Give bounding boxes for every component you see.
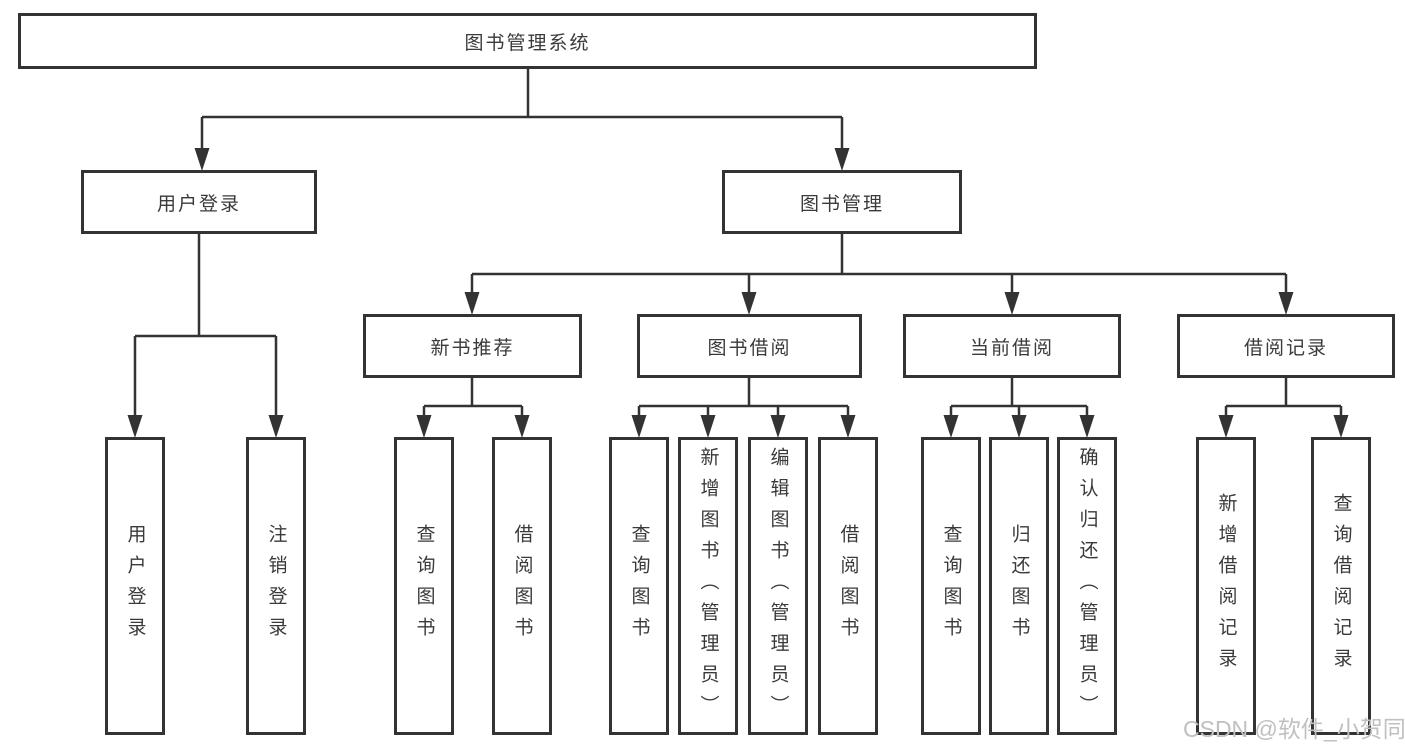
leaf-query-books-recommend: 查询图书 bbox=[394, 437, 454, 735]
leaf-borrow-books: 借阅图书 bbox=[818, 437, 878, 735]
leaf-borrow-books-label: 借阅图书 bbox=[837, 524, 859, 648]
leaf-add-book-admin-label: 新增图书（管理员） bbox=[697, 446, 719, 726]
node-book-borrowing-label: 图书借阅 bbox=[707, 337, 792, 359]
leaf-add-book-admin: 新增图书（管理员） bbox=[678, 437, 738, 735]
leaf-borrow-books-recommend: 借阅图书 bbox=[492, 437, 552, 735]
leaf-logout-label: 注销登录 bbox=[265, 524, 287, 648]
node-current-borrowing-label: 当前借阅 bbox=[969, 337, 1054, 359]
node-new-book-recommend: 新书推荐 bbox=[363, 314, 582, 378]
leaf-return-book: 归还图书 bbox=[989, 437, 1049, 735]
leaf-return-book-label: 归还图书 bbox=[1008, 524, 1030, 648]
leaf-query-books-current: 查询图书 bbox=[921, 437, 981, 735]
leaf-confirm-return-admin: 确认归还（管理员） bbox=[1057, 437, 1117, 735]
leaf-borrow-books-recommend-label: 借阅图书 bbox=[511, 524, 533, 648]
node-book-management: 图书管理 bbox=[722, 170, 962, 234]
leaf-query-borrow-record: 查询借阅记录 bbox=[1311, 437, 1371, 735]
node-user-login: 用户登录 bbox=[81, 170, 317, 234]
csdn-watermark: CSDN @软件_小贺同学 bbox=[1183, 716, 1405, 742]
node-new-book-recommend-label: 新书推荐 bbox=[430, 337, 515, 359]
leaf-query-books-borrowing-label: 查询图书 bbox=[628, 524, 650, 648]
node-root-system: 图书管理系统 bbox=[18, 13, 1037, 69]
leaf-confirm-return-admin-label: 确认归还（管理员） bbox=[1076, 446, 1098, 726]
node-book-borrowing: 图书借阅 bbox=[637, 314, 862, 378]
leaf-add-borrow-record: 新增借阅记录 bbox=[1196, 437, 1256, 735]
leaf-edit-book-admin: 编辑图书（管理员） bbox=[748, 437, 808, 735]
leaf-user-login-label: 用户登录 bbox=[124, 524, 146, 648]
arrowhead-icons bbox=[127, 148, 1349, 438]
leaf-query-books-recommend-label: 查询图书 bbox=[413, 524, 435, 648]
leaf-logout: 注销登录 bbox=[246, 437, 306, 735]
leaf-add-borrow-record-label: 新增借阅记录 bbox=[1215, 493, 1237, 679]
leaf-query-books-current-label: 查询图书 bbox=[940, 524, 962, 648]
leaf-user-login: 用户登录 bbox=[105, 437, 165, 735]
node-user-login-label: 用户登录 bbox=[156, 193, 241, 215]
leaf-query-borrow-record-label: 查询借阅记录 bbox=[1330, 493, 1352, 679]
node-borrowing-records: 借阅记录 bbox=[1177, 314, 1395, 378]
node-borrowing-records-label: 借阅记录 bbox=[1243, 337, 1328, 359]
leaf-edit-book-admin-label: 编辑图书（管理员） bbox=[767, 446, 789, 726]
node-root-system-label: 图书管理系统 bbox=[464, 32, 591, 54]
leaf-query-books-borrowing: 查询图书 bbox=[609, 437, 669, 735]
node-book-management-label: 图书管理 bbox=[799, 193, 884, 215]
node-current-borrowing: 当前借阅 bbox=[903, 314, 1121, 378]
